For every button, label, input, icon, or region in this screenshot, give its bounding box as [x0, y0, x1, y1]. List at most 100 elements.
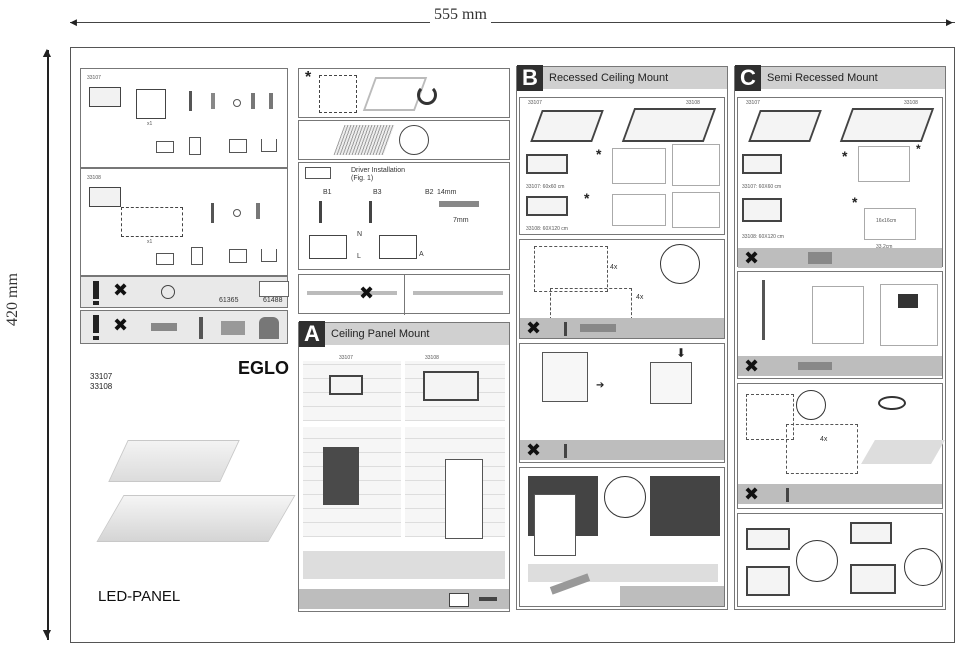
box-open-icon	[89, 87, 121, 107]
sheet-frame	[70, 47, 955, 643]
panel-hanging-drawing	[534, 494, 576, 556]
magnifier-icon	[660, 244, 700, 284]
panel-in-grid-left	[329, 375, 363, 395]
width-dimension-line	[70, 22, 955, 23]
bracket-drawing	[650, 362, 692, 404]
cable-wrong-drawing	[307, 291, 397, 295]
section-c-cutout-2: 33108: 60X120 cm	[742, 234, 784, 240]
parts-box-33107: 33107 x1	[80, 68, 288, 168]
accessory-code-2: 61488	[263, 297, 283, 304]
section-c-hanging-panel: ✖	[737, 271, 943, 379]
asterisk-mark-3: *	[852, 194, 858, 210]
u-clip-icon	[261, 139, 277, 152]
section-b-letter: B	[517, 65, 543, 91]
panel-in-grid-right	[423, 371, 479, 401]
diffuser-drawing	[333, 125, 395, 155]
section-b-qty-2: 4x	[636, 294, 644, 301]
clip-icon	[156, 141, 174, 153]
not-included-icon: ✖	[113, 280, 129, 300]
conn-l-label: L	[357, 253, 361, 260]
section-b-fixing-footer	[520, 318, 724, 338]
panel-small-c-2	[742, 198, 782, 222]
screwdriver-icon	[786, 488, 789, 502]
magnifier-icon	[796, 390, 826, 420]
panel-square-b	[530, 110, 604, 142]
section-b-clip-panel: ➔ ⬇ ✖	[519, 343, 725, 463]
step-b3: B3	[373, 189, 382, 196]
section-c-header: C Semi Recessed Mount	[735, 65, 945, 91]
saw-icon	[151, 323, 177, 331]
screw-icon	[189, 91, 192, 111]
saw-icon	[798, 362, 832, 370]
hand-clip-drawing	[542, 352, 588, 402]
frame-drawing	[319, 75, 357, 113]
parts-model-label: 33108	[87, 175, 101, 181]
no-box-icon: ✖	[113, 315, 129, 335]
width-arrow-left: ◀	[70, 17, 77, 27]
panel-view-3	[850, 522, 892, 544]
section-c-model-left: 33107	[746, 100, 760, 106]
connector-drawing-left	[309, 235, 347, 259]
section-c-letter: C	[735, 65, 761, 91]
section-a-model-left: 33107	[339, 355, 353, 361]
no-box-icon: ✖	[744, 484, 760, 504]
section-a-header: A Ceiling Panel Mount	[299, 321, 509, 347]
section-c-model-right: 33108	[904, 100, 918, 106]
section-b-mount-panel	[519, 467, 725, 607]
no-box-icon: ✖	[744, 248, 760, 268]
accessory-code-1: 61365	[219, 297, 239, 304]
section-a: A Ceiling Panel Mount 33107 33108	[298, 321, 510, 612]
section-c-cutout-footer	[738, 248, 942, 268]
screwdriver-icon	[564, 322, 567, 336]
step-panel-cover: *	[298, 68, 510, 118]
section-c-fixing-panel: 4x ✖	[737, 383, 945, 509]
model-number-1: 33107	[90, 372, 113, 381]
washer-icon	[233, 99, 241, 107]
width-arrow-right: ▶	[946, 17, 953, 27]
width-label: 555 mm	[430, 6, 491, 24]
warning-icon	[93, 315, 99, 333]
warning-dot-icon	[93, 301, 99, 305]
section-a-footer	[299, 589, 509, 609]
box-icon	[449, 593, 469, 607]
asterisk-mark: *	[842, 148, 848, 164]
section-c-fixing-footer	[738, 484, 942, 504]
accessory-box	[259, 281, 289, 297]
magnifier-icon	[604, 476, 646, 518]
dashed-frame-2	[786, 424, 858, 474]
clip-icon	[156, 253, 174, 265]
section-c-cutout-1: 33107: 60X60 cm	[742, 184, 782, 190]
connector-drawing-right	[379, 235, 417, 259]
warning-dot-icon	[93, 336, 99, 340]
dashed-frame-2	[550, 288, 632, 320]
driver-installation-panel: Driver Installation (Fig. 1) B1 B3 B2 14…	[298, 162, 510, 270]
plug-icon	[256, 203, 260, 219]
ceiling-cut-drawing-1	[612, 148, 666, 184]
section-b-cutout-1: 33107: 60x60 cm	[526, 184, 565, 190]
screwdriver-icon	[199, 317, 203, 339]
label-a: A	[419, 251, 424, 258]
panel-part	[136, 89, 166, 119]
no-box-icon: ✖	[744, 356, 760, 376]
panel-rect-c	[839, 108, 935, 142]
section-c-cut-dim-2: 33.2cm	[876, 244, 893, 250]
ceiling-opening-drawing-2	[650, 476, 720, 536]
section-c-hanging-footer	[738, 356, 942, 376]
section-a-letter: A	[299, 321, 325, 347]
box-open-icon	[89, 187, 121, 207]
asterisk-mark: *	[584, 190, 590, 206]
ceiling-cut-drawing-3	[612, 194, 666, 226]
section-c-cut-dim: 16x16cm	[876, 218, 897, 224]
cable-right-drawing	[413, 291, 503, 295]
section-b-qty-1: 4x	[610, 264, 618, 271]
section-b-model-right: 33108	[686, 100, 700, 106]
height-label: 420 mm	[4, 269, 22, 330]
ceiling-dark-block	[898, 294, 918, 308]
panel-square-c	[748, 110, 822, 142]
asterisk-mark: *	[596, 146, 602, 162]
spring-clip-icon	[229, 139, 247, 153]
section-b-mount-footer	[620, 586, 724, 606]
screwdriver-icon	[564, 444, 567, 458]
driver-title: Driver Installation	[351, 167, 406, 174]
ceiling-opening-drawing	[880, 284, 938, 346]
